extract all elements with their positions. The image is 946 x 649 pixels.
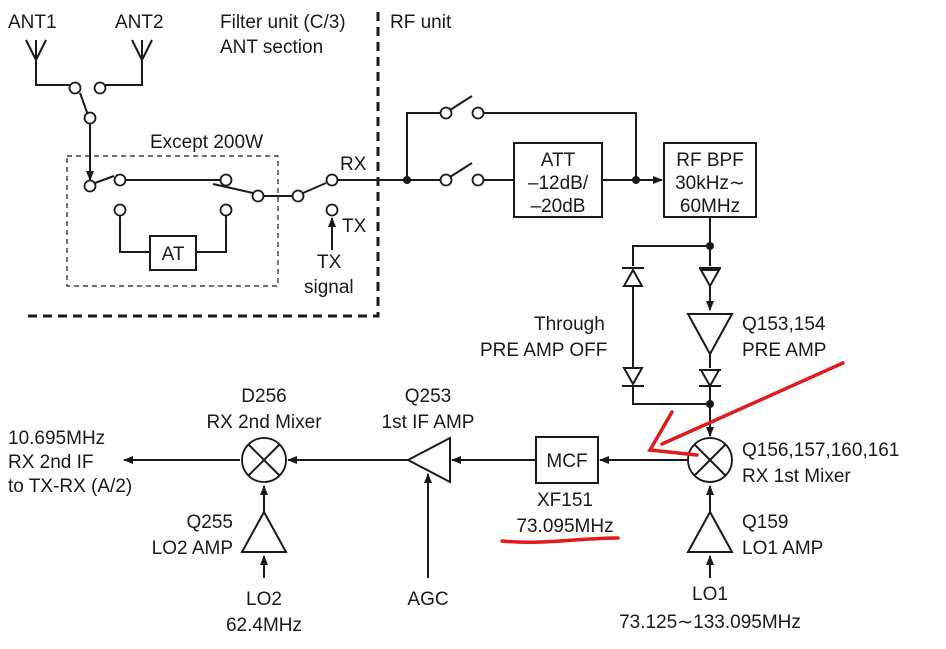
at-switch1-pivot — [83, 179, 97, 193]
rf-bpf-box — [663, 142, 757, 218]
ant1-contact — [68, 81, 82, 95]
mixer1-label-1: Q156,157,160,161 — [742, 440, 899, 461]
output-label-2: RX 2nd IF — [8, 452, 94, 473]
through-label-2: PRE AMP OFF — [480, 340, 607, 361]
att-switch-arm — [449, 162, 473, 178]
att-label-1: ATT — [541, 150, 576, 171]
rxtx-switch-pivot — [291, 189, 305, 203]
output-label-1: 10.695MHz — [8, 428, 105, 449]
lo2amp-label-1: Q255 — [187, 512, 233, 533]
bypass-switch-arm — [449, 95, 473, 111]
at-loop-lines — [119, 216, 227, 253]
except-200w-box — [66, 155, 279, 287]
lo1-label-2: 73.125∼133.095MHz — [619, 612, 801, 633]
rf-unit-label: RF unit — [390, 12, 452, 33]
at-switch1-arm — [94, 175, 115, 184]
at-switch2-at — [219, 203, 233, 217]
lo2-amplifier — [240, 509, 288, 553]
bypass-switch-b — [471, 106, 485, 120]
tx-label: TX — [342, 216, 367, 237]
through-diode-top — [622, 267, 644, 287]
lo1amp-label-1: Q159 — [742, 512, 788, 533]
at-switch1-at — [113, 203, 127, 217]
rf-bpf-label-3: 60MHz — [680, 196, 740, 217]
through-diode-bottom — [622, 367, 644, 387]
tx-contact — [325, 203, 339, 217]
tx-signal-label-2: signal — [304, 277, 354, 298]
lo1-label-1: LO1 — [692, 584, 728, 605]
annotation-arrow-head — [647, 410, 699, 457]
att-switch-a — [439, 173, 453, 187]
mixer1-label-2: RX 1st Mixer — [742, 466, 851, 487]
preamp-label-1: Q153,154 — [742, 314, 826, 335]
except-200w-label: Except 200W — [150, 132, 263, 153]
preamp-diode-bottom — [699, 369, 721, 389]
ant1-label: ANT1 — [8, 12, 57, 33]
mcf-section: MCF XF151 73.095MHz — [516, 436, 688, 537]
red-annotation — [500, 361, 845, 544]
ant2-symbol — [100, 39, 153, 86]
ant1-symbol — [25, 39, 75, 86]
mcf-box — [535, 436, 599, 484]
preamp-section: Through PRE AMP OFF Q153,154 PRE AMP — [480, 217, 826, 437]
lo2-label-2: 62.4MHz — [226, 615, 302, 636]
preamp-label-2: PRE AMP — [742, 340, 826, 361]
filter-unit-label-1: Filter unit (C/3) — [220, 12, 346, 33]
lo1-amplifier — [686, 509, 734, 553]
mixer2-label-1: D256 — [241, 386, 286, 407]
rf-bpf-label-1: RF BPF — [676, 150, 744, 171]
att-label-2: –12dB/ — [528, 173, 589, 194]
mcf-label: MCF — [546, 451, 587, 472]
ifamp-label-1: Q253 — [405, 386, 451, 407]
ant-switch-pivot — [83, 111, 97, 125]
at-switch2-pivot — [251, 189, 265, 203]
tx-signal-label-1: TX — [317, 252, 342, 273]
at-switch1-through — [113, 173, 127, 187]
att-label-3: –20dB — [531, 196, 586, 217]
output-label-3: to TX-RX (A/2) — [8, 476, 132, 497]
second-mixer-section: D256 RX 2nd Mixer Q255 LO2 AMP LO2 62.4M… — [8, 386, 408, 636]
rx-label: RX — [340, 154, 367, 175]
att-switch-b — [471, 173, 485, 187]
annotation-arrow-shaft — [660, 361, 845, 446]
preamp-diode-top — [699, 267, 721, 289]
preamp-amplifier — [686, 313, 734, 357]
rx-1st-mixer — [687, 437, 733, 483]
ant2-contact — [93, 81, 107, 95]
rf-bpf-label-2: 30kHz∼ — [675, 173, 745, 194]
unit-boundary — [22, 12, 380, 318]
rf-front-end: ATT –12dB/ –20dB RF BPF 30kHz∼ 60MHz — [338, 95, 757, 218]
lo2-label-1: LO2 — [246, 589, 282, 610]
lo1amp-label-2: LO1 AMP — [742, 538, 823, 559]
mixer2-label-2: RX 2nd Mixer — [206, 412, 322, 433]
if-amp-section: Q253 1st IF AMP AGC — [382, 386, 536, 610]
lo2amp-label-2: LO2 AMP — [152, 538, 233, 559]
ifamp-label-2: 1st IF AMP — [382, 412, 475, 433]
at-box — [149, 235, 197, 271]
att-box — [513, 142, 603, 218]
ant2-label: ANT2 — [115, 12, 164, 33]
annotation-underline — [500, 536, 620, 544]
at-label: AT — [162, 244, 185, 265]
agc-label: AGC — [407, 589, 448, 610]
at-switch2-arm — [212, 183, 254, 194]
first-mixer-section: Q156,157,160,161 RX 1st Mixer Q159 LO1 A… — [619, 437, 899, 633]
if-amplifier — [405, 436, 451, 484]
xf151-label: XF151 — [537, 490, 593, 511]
at-switch2-through — [219, 173, 233, 187]
filter-unit-label-2: ANT section — [220, 37, 323, 58]
rxtx-switch-arm — [302, 182, 327, 194]
ant-switch-arm — [79, 92, 89, 116]
antenna-section: ANT1 ANT2 Filter unit (C/3) ANT section … — [8, 12, 367, 298]
xf151-frequency: 73.095MHz — [516, 516, 613, 537]
rx-2nd-mixer — [241, 437, 287, 483]
bypass-switch-a — [439, 106, 453, 120]
through-label-1: Through — [534, 314, 605, 335]
rx-contact — [325, 173, 339, 187]
